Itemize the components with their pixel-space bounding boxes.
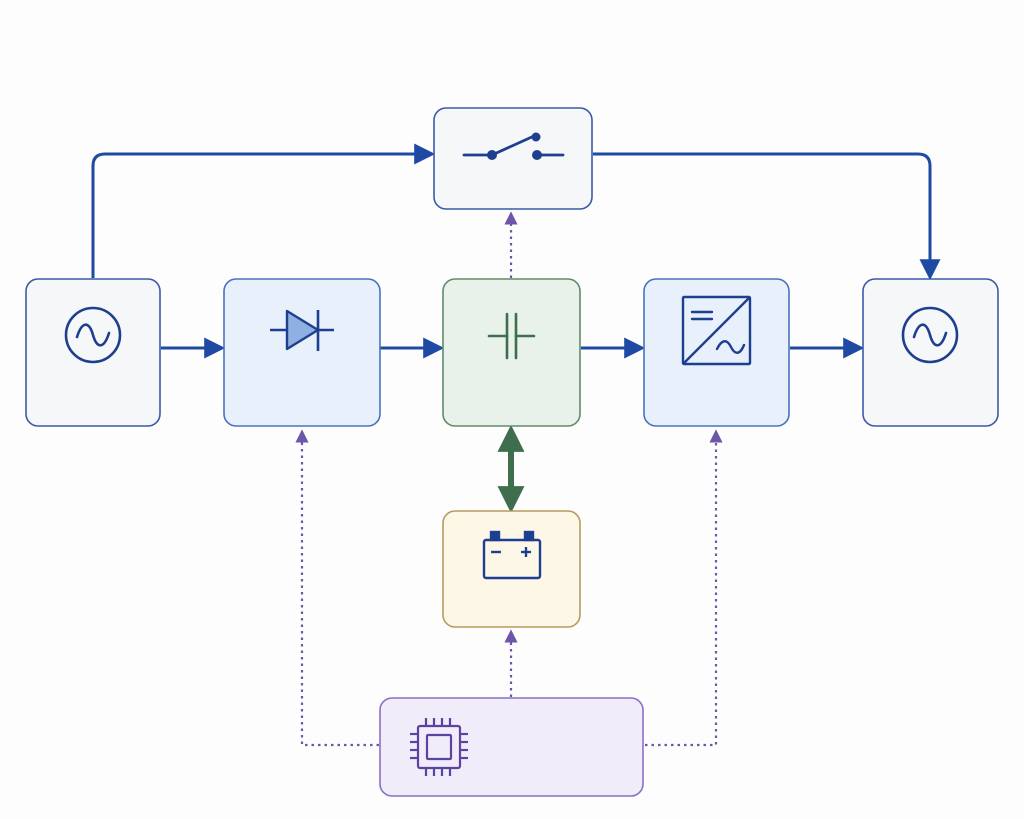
capacitor-icon	[487, 312, 536, 360]
switch-icon	[462, 132, 565, 160]
bypass-line-switch-to-output	[593, 152, 941, 281]
ac-input-block[interactable]	[25, 278, 161, 427]
chip-icon	[410, 718, 468, 776]
rectifier-block[interactable]	[223, 278, 381, 427]
ac-source-icon	[64, 306, 122, 364]
bypass-line-input-to-switch	[91, 143, 436, 278]
control-line-controller-to-inverter	[645, 429, 723, 747]
ac-source-icon	[901, 306, 959, 364]
controller-block[interactable]	[379, 697, 644, 797]
dc-bus-block[interactable]	[442, 278, 581, 427]
blocks-layer	[25, 107, 999, 797]
control-line-controller-to-rectifier	[295, 429, 379, 747]
connections-layer	[91, 143, 941, 747]
battery-block[interactable]	[442, 510, 581, 628]
ac-output-block[interactable]	[862, 278, 999, 427]
diode-icon	[270, 309, 334, 351]
battery-icon	[482, 530, 542, 580]
dc-ac-converter-icon	[681, 295, 752, 366]
inverter-block[interactable]	[643, 278, 790, 427]
bypass-switch-block[interactable]	[433, 107, 593, 210]
